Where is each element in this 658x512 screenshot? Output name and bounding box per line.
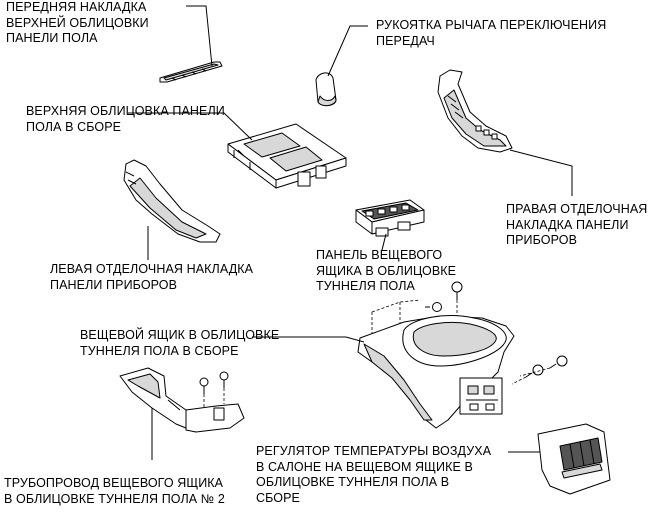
right-instrument-trim-part xyxy=(437,69,513,153)
label-shift-knob: РУКОЯТКА РЫЧАГА ПЕРЕКЛЮЧЕНИЯ ПЕРЕДАЧ xyxy=(376,18,607,48)
shift-knob-part xyxy=(315,72,337,107)
rear-air-register-part xyxy=(537,423,611,495)
console-box-panel-part xyxy=(355,199,425,237)
left-instrument-trim-part xyxy=(123,159,221,243)
front-upper-trim-part xyxy=(159,61,223,83)
label-console-box-assy: ВЕЩЕВОЙ ЯЩИК В ОБЛИЦОВКЕ ТУННЕЛЯ ПОЛА В … xyxy=(80,328,280,358)
leader-lines xyxy=(128,5,573,460)
label-console-duct-no2: ТРУБОПРОВОД ВЕЩЕВОГО ЯЩИКА В ОБЛИЦОВКЕ Т… xyxy=(4,476,225,506)
console-duct-no2-part xyxy=(119,367,245,433)
label-right-instrument-trim: ПРАВАЯ ОТДЕЛОЧНАЯ НАКЛАДКА ПАНЕЛИ ПРИБОР… xyxy=(506,202,648,247)
label-front-upper-trim: ПЕРЕДНЯЯ НАКЛАДКА ВЕРХНЕЙ ОБЛИЦОВКИ ПАНЕ… xyxy=(6,0,149,45)
label-console-box-panel: ПАНЕЛЬ ВЕЩЕВОГО ЯЩИКА В ОБЛИЦОВКЕ ТУННЕЛ… xyxy=(316,248,457,293)
upper-panel-assy-part xyxy=(227,123,347,189)
label-rear-air-register: РЕГУЛЯТОР ТЕМПЕРАТУРЫ ВОЗДУХА В САЛОНЕ Н… xyxy=(256,444,492,505)
screw-group xyxy=(199,281,568,394)
label-left-instrument-trim: ЛЕВАЯ ОТДЕЛОЧНАЯ НАКЛАДКА ПАНЕЛИ ПРИБОРО… xyxy=(50,262,254,292)
console-box-assy-part xyxy=(357,315,515,429)
label-upper-panel-assy: ВЕРХНЯЯ ОБЛИЦОВКА ПАНЕЛИ ПОЛА В СБОРЕ xyxy=(26,104,225,134)
